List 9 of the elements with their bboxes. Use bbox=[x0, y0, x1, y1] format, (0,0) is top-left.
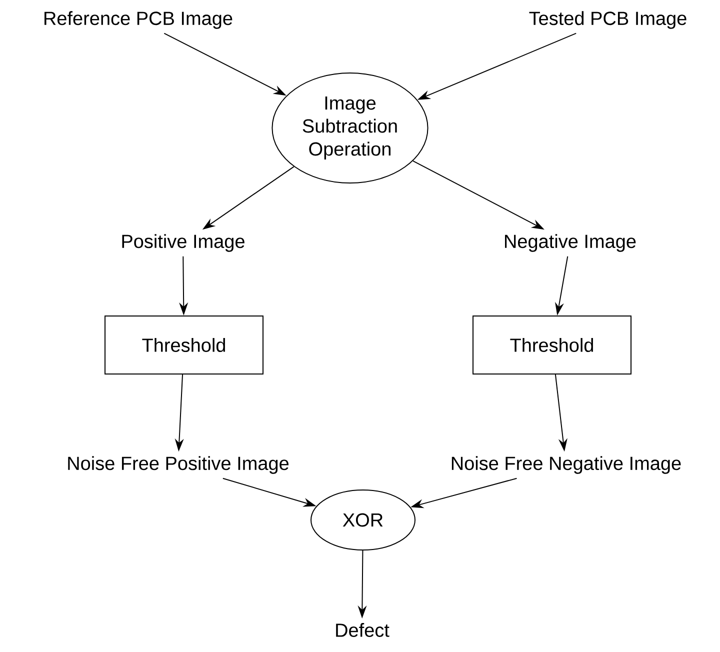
process-box: Threshold bbox=[104, 316, 264, 374]
process-box: Threshold bbox=[472, 316, 632, 374]
output-label: Defect bbox=[336, 623, 390, 637]
input-label: Reference PCB Image bbox=[44, 11, 232, 29]
image-label: Positive Image bbox=[122, 234, 244, 252]
image-label: Negative Image bbox=[505, 234, 636, 252]
input-label: Tested PCB Image bbox=[529, 11, 686, 29]
image-label: Noise Free Negative Image bbox=[452, 456, 681, 474]
image-label: Noise Free Positive Image bbox=[68, 456, 289, 474]
